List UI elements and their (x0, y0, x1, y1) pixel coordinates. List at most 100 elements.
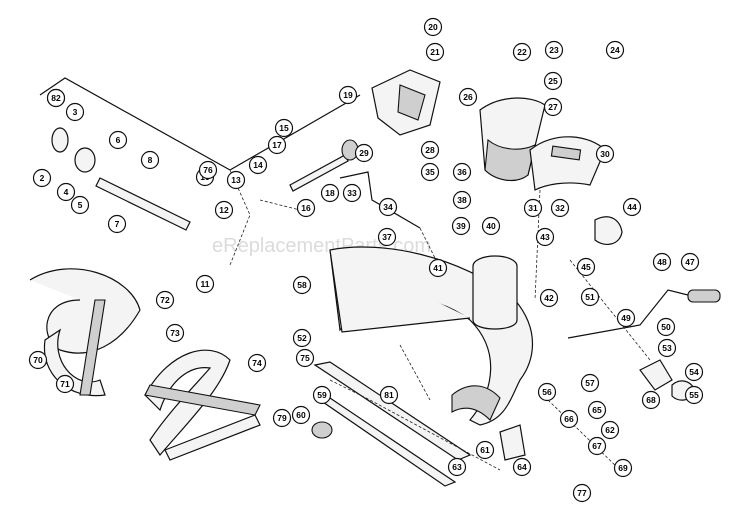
callout-label: 55 (689, 390, 699, 400)
shoe-bracket (499, 424, 526, 461)
callout-label: 75 (300, 353, 310, 363)
callout-circle (447, 457, 467, 477)
callout-72: 72 (155, 290, 175, 310)
callout-circle (267, 135, 287, 155)
callout-label: 82 (51, 93, 61, 103)
callout-label: 31 (528, 203, 538, 213)
callout-70: 70 (28, 350, 48, 370)
impeller-shaft (289, 139, 359, 192)
callout-label: 19 (343, 90, 353, 100)
callout-label: 28 (425, 145, 435, 155)
callout-11: 11 (195, 274, 215, 294)
callout-label: 23 (549, 45, 559, 55)
callout-label: 26 (463, 92, 473, 102)
callout-2: 2 (32, 168, 52, 188)
callout-label: 20 (428, 22, 438, 32)
callout-circle (656, 317, 676, 337)
callout-circle (475, 440, 495, 460)
callout-63: 63 (447, 457, 467, 477)
callout-label: 48 (657, 257, 667, 267)
callout-23: 23 (544, 40, 564, 60)
callout-label: 25 (548, 76, 558, 86)
callout-73: 73 (165, 323, 185, 343)
callout-label: 76 (203, 165, 213, 175)
callout-circle (684, 362, 704, 382)
chute-base-cylinder (472, 255, 518, 330)
callout-circle (56, 182, 76, 202)
callout-label: 12 (219, 205, 229, 215)
callout-circle (423, 17, 443, 37)
callout-label: 51 (585, 292, 595, 302)
callout-61: 61 (475, 440, 495, 460)
callout-21: 21 (425, 42, 445, 62)
callout-circle (292, 275, 312, 295)
callout-circle (600, 420, 620, 440)
callout-label: 30 (600, 149, 610, 159)
callout-circle (65, 102, 85, 122)
chute-deflector (529, 136, 606, 191)
callout-circle (512, 42, 532, 62)
callout-label: 24 (610, 45, 620, 55)
callout-circle (46, 88, 66, 108)
callout-64: 64 (512, 457, 532, 477)
callout-circle (378, 197, 398, 217)
callout-circle (274, 118, 294, 138)
callout-79: 79 (272, 408, 292, 428)
callout-22: 22 (512, 42, 532, 62)
callout-label: 41 (433, 263, 443, 273)
callout-label: 8 (148, 155, 153, 165)
pulley (594, 216, 623, 246)
callout-circle (544, 40, 564, 60)
callout-circle (377, 227, 397, 247)
callout-41: 41 (428, 258, 448, 278)
callout-circle (543, 97, 563, 117)
callout-28: 28 (420, 140, 440, 160)
callout-label: 11 (201, 279, 210, 289)
callout-label: 81 (384, 390, 394, 400)
callout-circle (452, 190, 472, 210)
callout-circle (613, 458, 633, 478)
callout-68: 68 (641, 390, 661, 410)
callout-29: 29 (354, 143, 374, 163)
callout-circle (523, 198, 543, 218)
control-rod (567, 289, 693, 339)
right-auger (144, 349, 261, 461)
callout-circle (576, 257, 596, 277)
callout-37: 37 (377, 227, 397, 247)
callout-circle (108, 130, 128, 150)
callout-label: 32 (555, 203, 565, 213)
callout-label: 70 (33, 355, 43, 365)
callout-label: 36 (457, 167, 467, 177)
callout-55: 55 (684, 385, 704, 405)
callout-label: 13 (231, 175, 241, 185)
callout-circle (559, 409, 579, 429)
callout-18: 18 (320, 183, 340, 203)
callout-50: 50 (656, 317, 676, 337)
callout-label: 33 (347, 188, 357, 198)
callout-label: 77 (577, 488, 587, 498)
callout-circle (420, 140, 440, 160)
callout-40: 40 (481, 216, 501, 236)
callout-circle (226, 170, 246, 190)
callout-circle (272, 408, 292, 428)
callout-label: 62 (605, 425, 615, 435)
callout-label: 73 (170, 328, 180, 338)
callout-label: 47 (685, 257, 695, 267)
callout-circle (379, 385, 399, 405)
callout-45: 45 (576, 257, 596, 277)
callout-69: 69 (613, 458, 633, 478)
handle-grip (687, 289, 721, 303)
callout-label: 27 (548, 102, 558, 112)
callout-circle (539, 288, 559, 308)
callout-24: 24 (605, 40, 625, 60)
callout-label: 2 (40, 173, 45, 183)
callout-label: 16 (301, 203, 311, 213)
callout-43: 43 (535, 227, 555, 247)
callout-14: 14 (248, 155, 268, 175)
callout-38: 38 (452, 190, 472, 210)
callout-label: 38 (457, 195, 467, 205)
callout-circle (543, 71, 563, 91)
callout-circle (107, 214, 127, 234)
callout-circle (292, 328, 312, 348)
callout-65: 65 (587, 400, 607, 420)
